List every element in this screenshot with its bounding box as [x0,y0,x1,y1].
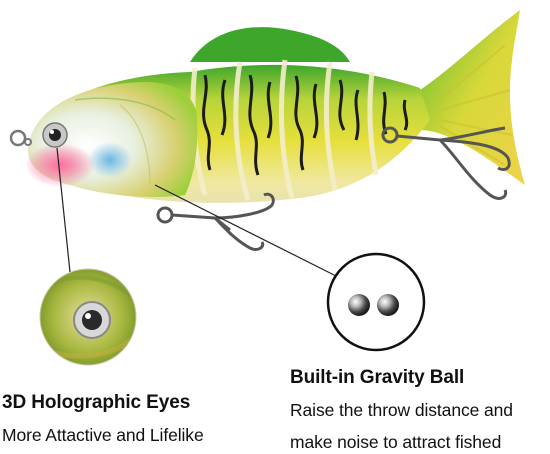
eyes-feature-description: More Attactive and Lifelike [2,425,204,445]
rear-treble-hook [381,126,511,200]
eyes-feature-title: 3D Holographic Eyes [2,392,191,413]
front-treble-hook [156,192,275,251]
lure-eye [42,122,68,148]
gravity-ball-feature-title: Built-in Gravity Ball [290,367,465,388]
steel-balls-image [326,252,426,352]
eye-closeup-image [39,268,137,366]
gravity-ball-description-line1: Raise the throw distance and [290,400,513,420]
gravity-ball-description-line2: make noise to attract fished [290,432,502,452]
tail-fin [420,10,525,185]
